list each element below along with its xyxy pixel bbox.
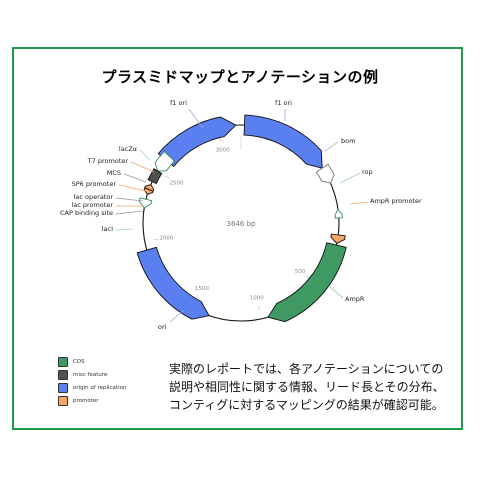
legend-item: origin of replication <box>58 382 126 394</box>
leader-line <box>115 228 134 231</box>
feature-label: SP6 promoter <box>72 180 117 188</box>
feature-label: rop <box>362 168 373 176</box>
leader-line <box>324 141 339 152</box>
feature-label: lac promoter <box>71 201 113 209</box>
leader-line <box>130 161 155 173</box>
note-line: 説明や相同性に関する情報、リード長とその分布、 <box>169 380 445 394</box>
tick-label: 3000 <box>216 147 230 153</box>
legend-item: promoter <box>58 395 126 407</box>
legend-item: CDS <box>58 356 126 368</box>
legend-swatch <box>58 383 68 393</box>
tick-mark <box>153 238 159 241</box>
legend-label: promoter <box>73 398 99 404</box>
legend-swatch <box>58 357 68 367</box>
feature-label: f1 ori <box>170 99 187 107</box>
note-line: 実際のレポートでは、各アノテーションについての <box>169 362 444 376</box>
tick-mark <box>165 175 170 179</box>
ampr-cds-arc <box>267 242 347 323</box>
tick-label: 2000 <box>159 236 173 242</box>
tick-label: 1000 <box>250 295 264 301</box>
leader-line <box>349 201 369 205</box>
mcs-feature <box>147 168 163 185</box>
note-line: コンティグに対するマッピングの結果が確認可能。 <box>169 398 444 412</box>
leader-line <box>118 184 147 192</box>
leader-line <box>339 172 361 184</box>
lacz-feature <box>154 150 176 172</box>
feature-label: lac operator <box>74 193 114 201</box>
figure-frame <box>12 47 463 430</box>
leader-line <box>139 149 151 161</box>
bom-feature <box>315 163 335 184</box>
f1-ori-arc <box>157 116 237 168</box>
sp6-promoter-feature <box>144 184 155 192</box>
legend-label: origin of replication <box>73 385 127 391</box>
f1-ori-arc <box>243 114 323 169</box>
backbone-circle <box>142 124 340 322</box>
tick-label: 1500 <box>195 286 209 292</box>
total-length-label: 3646 bp <box>227 220 256 228</box>
legend-label: CDS <box>73 359 85 365</box>
legend: CDS misc feature origin of replication prom… <box>58 356 126 408</box>
feature-label: T7 promoter <box>87 157 129 165</box>
legend-swatch <box>58 370 68 380</box>
rop-feature <box>334 208 343 219</box>
feature-label: ori <box>158 323 167 331</box>
tick-label: 2500 <box>170 181 184 187</box>
tick-mark <box>258 305 260 311</box>
leader-line <box>188 108 204 129</box>
feature-label: AmpR <box>345 295 365 303</box>
feature-label: f1 ori <box>275 99 292 107</box>
feature-label: lacZα <box>119 145 137 153</box>
page-title: プラスミドマップとアノテーションの例 <box>101 68 379 86</box>
note-text: 実際のレポートでは、各アノテーションについての 説明や相同性に関する情報、リード… <box>169 360 445 414</box>
ori-arc <box>136 246 210 320</box>
feature-label: CAP binding site <box>60 209 113 217</box>
feature-label: AmpR promoter <box>370 197 422 205</box>
legend-swatch <box>58 396 68 406</box>
feature-label: bom <box>341 137 355 145</box>
leader-line <box>115 197 144 202</box>
legend-label: misc feature <box>73 372 108 378</box>
legend-item: misc feature <box>58 369 126 381</box>
leader-line <box>169 309 185 323</box>
ampr-promoter-feature <box>330 233 346 244</box>
feature-label: lacI <box>102 225 113 233</box>
leader-line <box>115 210 144 215</box>
feature-label: MCS <box>107 169 121 177</box>
tick-label: 500 <box>295 269 306 275</box>
leader-line <box>123 173 147 183</box>
leader-line <box>329 286 344 299</box>
